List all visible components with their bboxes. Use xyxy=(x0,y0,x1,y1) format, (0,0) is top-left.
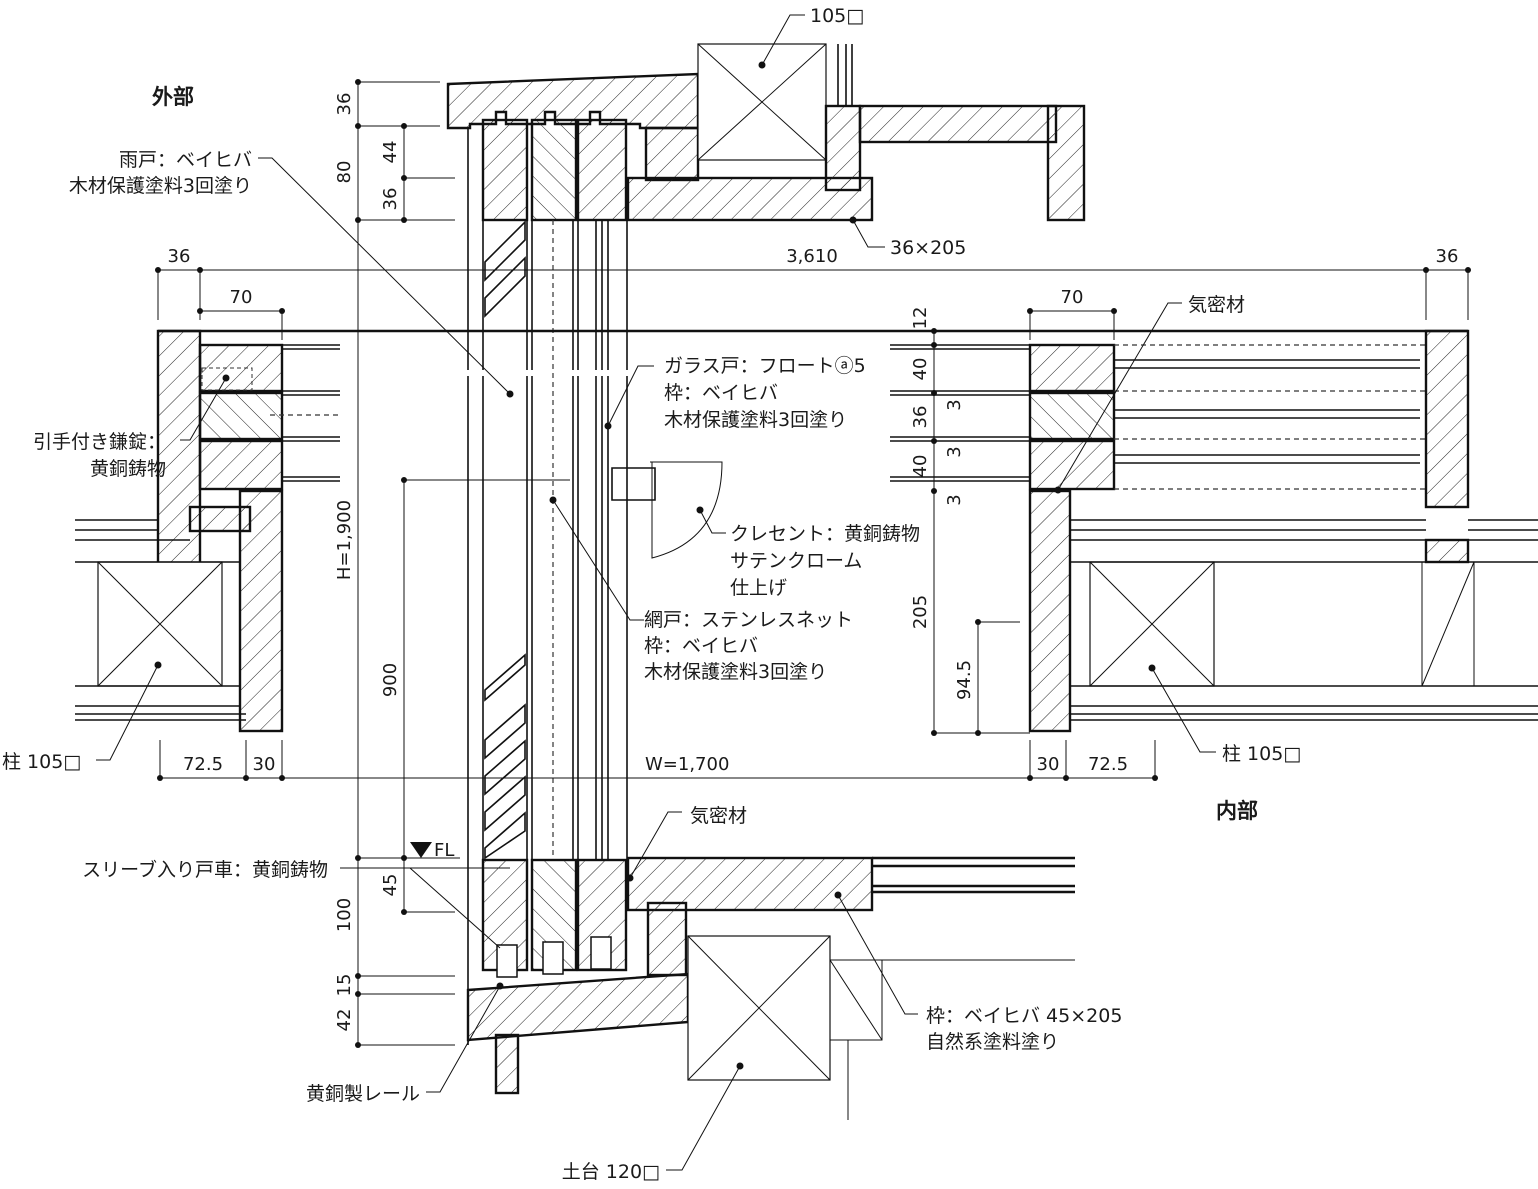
interior-label: 内部 xyxy=(1216,799,1258,823)
sill-label: 土台 120□ xyxy=(562,1161,660,1183)
plan-section xyxy=(75,157,1538,761)
dim-70-right: 70 xyxy=(1061,287,1084,308)
dim-205: 205 xyxy=(910,595,931,629)
lintel-block xyxy=(824,104,862,192)
dim-40-a: 40 xyxy=(910,358,931,381)
airtight-bottom-label: 気密材 xyxy=(690,805,747,827)
ceiling-board xyxy=(858,104,1058,144)
right-shutter-stile xyxy=(1028,343,1116,393)
dim-3-a: 3 xyxy=(944,399,965,410)
dim-40-b: 40 xyxy=(910,455,931,478)
shutter-head xyxy=(481,118,529,222)
left-stop xyxy=(188,505,252,533)
left-casing xyxy=(238,489,284,733)
glass-door-label-3: 木材保護塗料3回塗り xyxy=(664,408,847,431)
dim-44: 44 xyxy=(380,141,401,164)
dim-30-left: 30 xyxy=(253,754,276,775)
dim-height: H=1,900 xyxy=(334,500,355,580)
screen-door-label-1: 網戸：ステンレスネット xyxy=(644,609,853,631)
sill-block xyxy=(646,901,688,977)
roller-1 xyxy=(496,944,518,978)
crescent-label-3: 仕上げ xyxy=(730,577,787,599)
dim-80: 80 xyxy=(334,161,355,184)
head-board xyxy=(446,72,700,130)
dim-3-b: 3 xyxy=(944,446,965,457)
crescent-label-2: サテンクローム xyxy=(730,550,862,572)
airtight-top-label: 気密材 xyxy=(1188,294,1245,316)
frame-bottom-label-2: 自然系塗料塗り xyxy=(926,1030,1059,1053)
dim-36-top: 36 xyxy=(334,93,355,116)
rail-label: 黄銅製レール xyxy=(306,1083,420,1105)
floor-level-marker-icon xyxy=(410,842,432,858)
shutter-louvers xyxy=(484,220,526,860)
glass-door-head xyxy=(530,118,578,222)
post-right-label: 柱 105□ xyxy=(1222,743,1301,765)
right-screen-stile xyxy=(1028,439,1116,491)
dim-72-5-right: 72.5 xyxy=(1088,754,1128,775)
roller-3 xyxy=(590,936,612,970)
dim-45: 45 xyxy=(380,874,401,897)
left-screen-stile xyxy=(198,439,284,491)
head-section xyxy=(446,14,1086,248)
door-jamb-lines xyxy=(467,128,628,1045)
roller-2 xyxy=(542,941,564,975)
dim-900: 900 xyxy=(380,663,401,697)
dim-100: 100 xyxy=(334,898,355,932)
screen-door-label-3: 木材保護塗料3回塗り xyxy=(644,660,827,683)
frame-bottom-label-1: 枠：ベイヒバ 45×205 xyxy=(926,1005,1122,1027)
dim-70-left: 70 xyxy=(230,287,253,308)
dim-72-5-left: 72.5 xyxy=(183,754,223,775)
floor-level-label: FL xyxy=(434,840,454,861)
right-casing xyxy=(1028,489,1072,733)
dim-width: W=1,700 xyxy=(645,754,729,775)
right-jamb xyxy=(1424,329,1470,509)
sill-trim xyxy=(494,1033,520,1095)
lock-label-1: 引手付き鎌錠： xyxy=(33,431,166,453)
post-left-label: 柱 105□ xyxy=(2,751,81,773)
dim-3-c: 3 xyxy=(944,494,965,505)
head-block xyxy=(644,126,700,182)
dim-15: 15 xyxy=(334,974,355,997)
header-board-label: 36×205 xyxy=(890,237,966,259)
glass-door-label-1: ガラス戸：フロートⓐ5 xyxy=(664,355,866,377)
dim-12: 12 xyxy=(910,307,931,330)
roller-label: スリーブ入り戸車：黄銅鋳物 xyxy=(82,858,328,881)
dimension-lines xyxy=(155,79,1471,1048)
ceiling-edge xyxy=(1046,104,1086,222)
exterior-label: 外部 xyxy=(152,85,194,109)
dim-36-stack: 36 xyxy=(910,406,931,429)
shutter-label-1: 雨戸：ベイヒバ xyxy=(119,149,252,171)
lock-label-2: 黄銅鋳物 xyxy=(90,457,166,480)
right-glass-stile xyxy=(1028,391,1116,441)
dim-30-right: 30 xyxy=(1037,754,1060,775)
shutter-label-2: 木材保護塗料3回塗り xyxy=(69,174,252,197)
annotations: 外部 内部 雨戸：ベイヒバ 木材保護塗料3回塗り 105□ 36×205 気密材… xyxy=(2,5,1458,1183)
sill-section xyxy=(340,811,1075,1171)
post-top-label: 105□ xyxy=(810,5,864,27)
dim-3610: 3,610 xyxy=(786,246,838,267)
floor-frame xyxy=(626,856,874,912)
crescent-label-1: クレセント：黄銅鋳物 xyxy=(730,522,920,545)
screen-door-head xyxy=(576,118,628,222)
glass-door-label-2: 枠：ベイヒバ xyxy=(664,382,778,404)
dim-36-mid: 36 xyxy=(380,188,401,211)
dim-42: 42 xyxy=(334,1009,355,1032)
dim-36-left: 36 xyxy=(168,246,191,267)
screen-door-label-2: 枠：ベイヒバ xyxy=(644,635,758,657)
dim-94-5: 94.5 xyxy=(954,660,975,700)
left-glass-stile xyxy=(198,391,284,441)
dim-36-right: 36 xyxy=(1436,246,1459,267)
